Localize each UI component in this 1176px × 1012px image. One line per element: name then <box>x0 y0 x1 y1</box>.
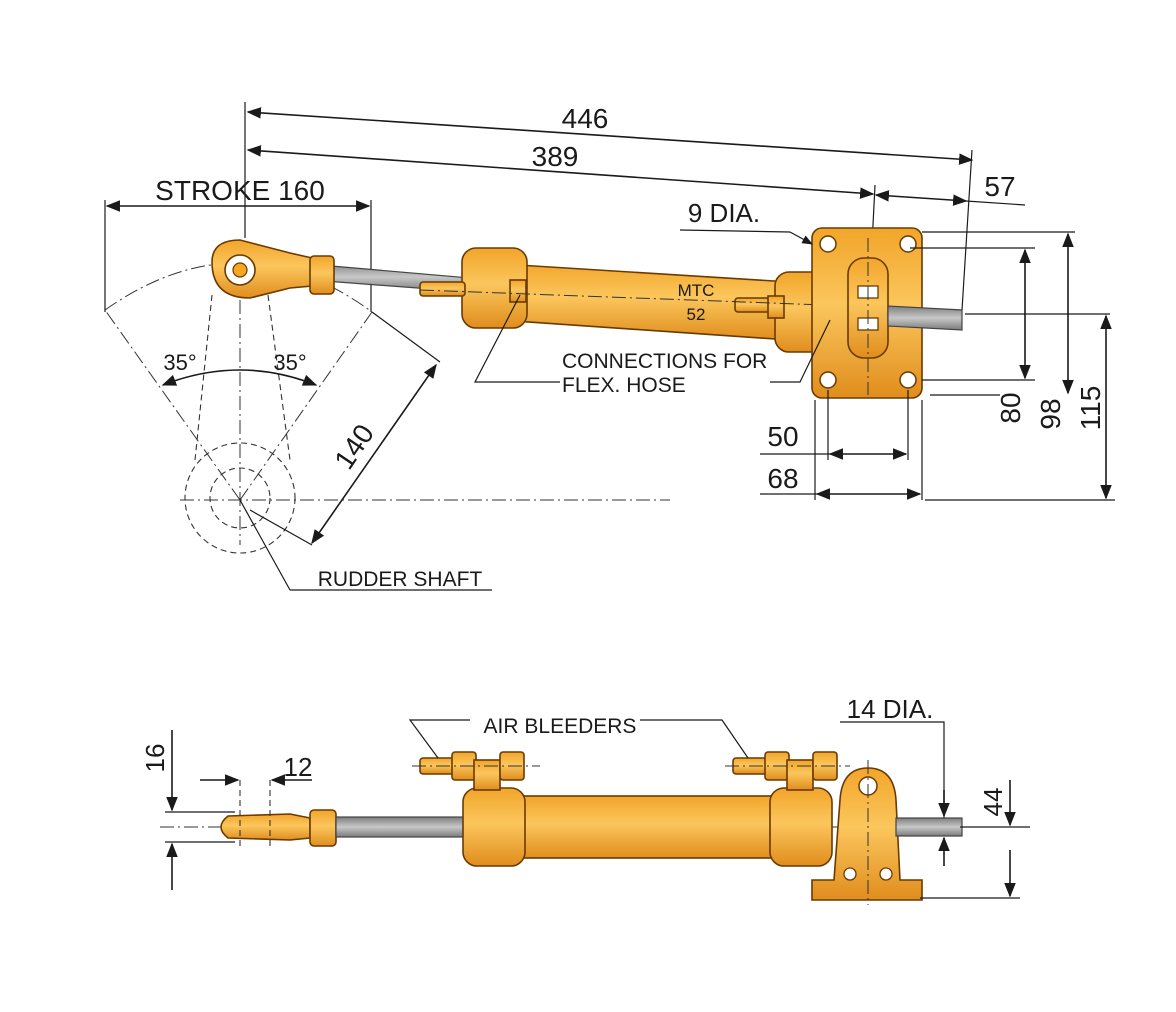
rear-rod-side <box>895 817 963 837</box>
model-line2-label: 52 <box>687 305 706 324</box>
rod-end-eye <box>211 239 335 299</box>
rudder-shaft-circle <box>184 442 296 554</box>
dim-50-label: 50 <box>767 421 798 452</box>
dim-446-label: 446 <box>562 103 609 134</box>
dim-389-line <box>246 145 875 199</box>
connections-line1-label: CONNECTIONS FOR <box>562 350 767 373</box>
dim-44-label: 44 <box>978 788 1008 817</box>
air-bleeder-left <box>412 751 540 791</box>
hole-dia-label: 9 DIA. <box>688 198 760 228</box>
air-bleeder-right <box>725 751 850 791</box>
piston-rod-side <box>335 816 467 838</box>
dim-389-label: 389 <box>532 141 579 172</box>
top-view: 446 389 57 STROKE 160 35° 35° 140 RUDDER… <box>104 102 1115 591</box>
mount-hole <box>819 235 837 253</box>
dim-12-label: 12 <box>284 752 313 782</box>
dim-80-label: 80 <box>995 392 1026 423</box>
rear-rod-stub <box>887 305 963 331</box>
rod-end-side <box>220 780 337 848</box>
mounting-bracket-side <box>811 760 923 905</box>
model-line1-label: MTC <box>678 281 715 300</box>
dim-140-label: 140 <box>328 419 380 475</box>
stroke-label: STROKE 160 <box>155 175 325 206</box>
dim-68-label: 68 <box>767 463 798 494</box>
rudder-shaft-label: RUDDER SHAFT <box>318 568 483 591</box>
mount-hole <box>899 371 917 389</box>
rudder-geometry <box>104 262 670 591</box>
cylinder-body-side <box>462 787 833 867</box>
angle-left-label: 35° <box>163 350 196 375</box>
rod-dia-label: 14 DIA. <box>847 694 934 724</box>
dim-57-line <box>874 190 968 206</box>
air-bleeders-label: AIR BLEEDERS <box>484 715 637 738</box>
angle-right-label: 35° <box>273 350 306 375</box>
dim-140-line <box>311 363 437 545</box>
dim-98-label: 98 <box>1035 398 1066 429</box>
connections-line2-label: FLEX. HOSE <box>562 374 686 397</box>
side-view: AIR BLEEDERS 14 DIA. 16 12 44 <box>140 694 1030 905</box>
dim-57-label: 57 <box>984 171 1015 202</box>
mount-hole <box>819 371 837 389</box>
dim-446-line <box>246 107 974 165</box>
dim-115-label: 115 <box>1075 386 1106 431</box>
mount-hole <box>899 235 917 253</box>
dim-16-label: 16 <box>140 744 170 773</box>
